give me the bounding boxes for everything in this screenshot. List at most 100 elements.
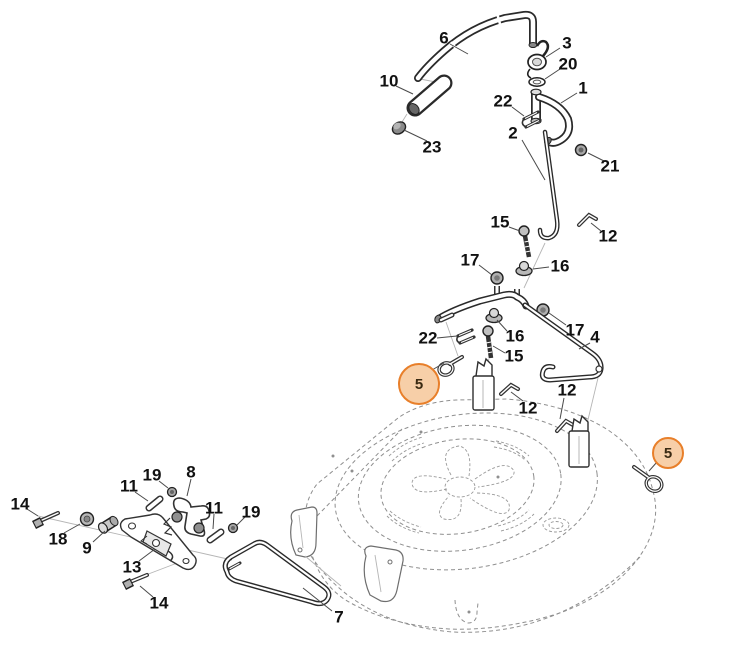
callout-1: 1 [578,78,588,98]
callout-17: 17 [565,320,585,340]
leader-16 [496,319,508,332]
callout-19: 19 [142,465,162,485]
callout-22: 22 [493,91,513,111]
leader-13 [138,548,156,562]
callout-14: 14 [10,494,30,514]
deck-outline [304,398,657,630]
part-15-bolt-upper [518,225,532,258]
part-19-nuts [166,486,239,534]
part-14-bolt-lower [121,573,149,591]
leader-9 [92,530,106,543]
leader-17 [548,312,567,326]
leader-6 [449,43,469,55]
leader-2 [521,139,546,181]
deck-arc-slots [386,436,535,534]
callout-16: 16 [550,256,570,276]
callout-23: 23 [422,137,442,157]
callout-6: 6 [439,28,449,48]
part-22-clip-upper [521,110,542,129]
leader-4 [578,342,591,350]
part-16-flange-nut-upper [515,260,533,277]
leader-12 [559,397,565,420]
part-10-grip [406,74,453,117]
part-17-nut-upper [490,271,504,285]
callout-12: 12 [598,226,618,246]
leader-12 [510,391,524,402]
leader-22 [436,335,458,339]
part-23-cap [391,121,407,135]
callout-20: 20 [558,54,578,74]
deck-hole [542,517,570,533]
part-13-latch-plate [119,513,197,571]
leader-12 [590,222,602,232]
callout-17: 17 [460,250,480,270]
callout-14: 14 [149,593,169,613]
leader-1 [560,92,578,104]
leader-10 [395,85,414,95]
leader-7 [302,587,333,612]
leader-11 [134,491,149,502]
part-8-spring-bracket [162,497,211,537]
part-18-nut [79,511,95,527]
leader-23 [403,129,428,142]
leader-15 [492,345,506,354]
deck-rear-notch [454,599,479,624]
part-6-upper-handlebar [414,10,538,82]
part-11-pins [145,495,225,544]
callout-8: 8 [186,462,196,482]
callout-15: 15 [504,346,524,366]
leader-18 [63,523,81,534]
callout-10: 10 [379,71,399,91]
callout-18: 18 [48,529,68,549]
leader-16 [532,266,550,270]
part-2-rod [537,129,560,241]
part-9-bushing [97,515,119,534]
leader-22 [511,106,525,117]
deck-hanger-post-left [472,357,495,411]
callout-12: 12 [518,398,538,418]
leader-lines [26,43,658,612]
part-21-nut [574,143,588,157]
callout-11: 11 [120,476,138,496]
deck-hanger-post-right [568,414,590,468]
leader-19 [158,480,169,489]
leader-21 [587,152,605,162]
deck-edge-fold [316,428,403,517]
leader-14 [139,585,154,598]
part-15-bolt-lower [482,325,494,359]
deck-rings [334,412,598,571]
callout-11: 11 [205,498,223,518]
callout-19: 19 [241,502,261,522]
callout-21: 21 [600,156,620,176]
part-3-cam-lever [526,39,550,79]
part-5-hook-right [632,465,664,494]
part-4-lift-bracket [434,286,604,383]
callout-15: 15 [490,212,510,232]
callout-2: 2 [508,123,518,143]
leader-14 [26,508,39,517]
part-16-flange-nut-lower [485,307,503,324]
callout-7: 7 [334,607,344,627]
part-14-bolt-upper [31,511,60,530]
callout-22: 22 [418,328,438,348]
part-12-hook-pins [499,212,598,433]
highlighted-callout-5[interactable]: 5 [398,363,440,405]
leader-11 [212,513,215,530]
deck-wheel-bracket-center [363,545,404,603]
part-22-clip-lower [456,328,476,345]
highlighted-callout-5[interactable]: 5 [652,437,684,469]
callout-12: 12 [557,380,577,400]
fan-hub [444,476,476,498]
deck-skirt-arc [310,555,641,633]
leader-20 [544,68,561,80]
callout-9: 9 [82,538,92,558]
fan-blades [411,445,515,521]
callout-16: 16 [505,326,525,346]
leader-19 [236,516,246,526]
leader-8 [186,478,192,497]
part-20-washer [528,77,546,87]
leader-15 [508,226,521,232]
